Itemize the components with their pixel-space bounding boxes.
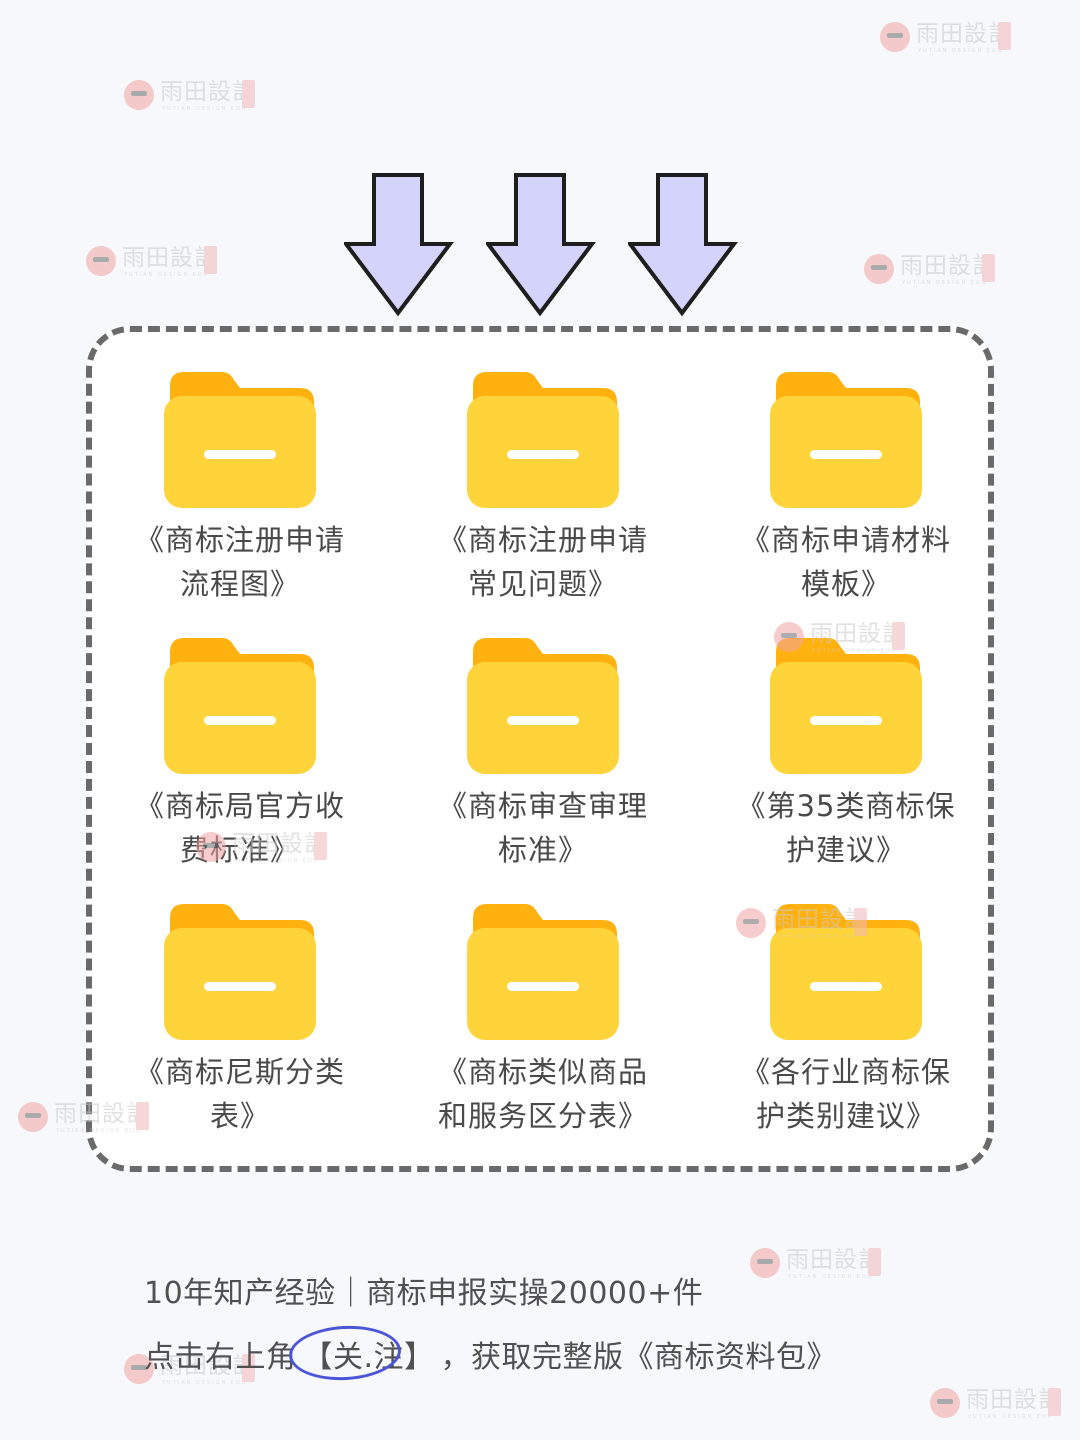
watermark-logo: 雨田設計 YUTIAN DESIGN EDU — [750, 1244, 882, 1284]
down-arrow-icon — [344, 172, 454, 317]
follow-button[interactable]: 【关.注】 — [287, 1323, 441, 1383]
file-item[interactable]: 《商标类似商品 和服务区分表》 — [413, 902, 673, 1138]
follow-label: 【关.注】 — [302, 1340, 435, 1375]
watermark-face-icon — [880, 22, 910, 52]
watermark-text: 雨田設計 — [122, 245, 218, 271]
file-label: 《商标尼斯分类 表》 — [134, 1055, 345, 1133]
watermark-text: 雨田設計 — [966, 1387, 1062, 1413]
watermark-subtext: YUTIAN DESIGN EDU — [902, 280, 988, 286]
watermark-face-icon — [124, 80, 154, 110]
file-item[interactable]: 《各行业商标保 护类别建议》 — [716, 902, 976, 1138]
watermark-seal — [868, 1248, 881, 1276]
watermark-subtext: YUTIAN DESIGN EDU — [162, 106, 248, 112]
file-grid: 《商标注册申请 流程图》 《商标注册申请 常见问题》 《商标申请材料 模板》 — [92, 332, 988, 1166]
watermark-seal — [982, 254, 995, 282]
watermark-logo: 雨田設計 YUTIAN DESIGN EDU — [930, 1384, 1062, 1424]
file-item[interactable]: 《商标尼斯分类 表》 — [110, 902, 370, 1138]
folder-icon — [770, 904, 922, 1040]
folder-icon — [467, 638, 619, 774]
file-list-frame: 《商标注册申请 流程图》 《商标注册申请 常见问题》 《商标申请材料 模板》 — [86, 326, 994, 1172]
down-arrow-icon — [628, 172, 738, 317]
watermark-text: 雨田設計 — [900, 253, 996, 279]
watermark-logo: 雨田設計 YUTIAN DESIGN EDU — [880, 18, 1012, 58]
watermark-seal — [1048, 1388, 1061, 1416]
experience-text: 10年知产经验｜商标申报实操20000+件 — [144, 1276, 704, 1311]
watermark-face-icon — [86, 246, 116, 276]
watermark-face-icon — [864, 254, 894, 284]
watermark-logo: 雨田設計 YUTIAN DESIGN EDU — [124, 76, 256, 116]
cta-prefix: 点击右上角 — [144, 1340, 297, 1375]
watermark-seal — [998, 22, 1011, 50]
folder-icon — [164, 372, 316, 508]
file-label: 《各行业商标保 护类别建议》 — [740, 1055, 951, 1133]
file-label: 《商标类似商品 和服务区分表》 — [437, 1055, 648, 1133]
watermark-subtext: YUTIAN DESIGN EDU — [918, 48, 1004, 54]
watermark-logo: 雨田設計 YUTIAN DESIGN EDU — [864, 250, 996, 290]
watermark-subtext: YUTIAN DESIGN EDU — [124, 272, 210, 278]
folder-icon — [467, 904, 619, 1040]
file-item[interactable]: 《商标注册申请 常见问题》 — [413, 370, 673, 606]
folder-icon — [164, 904, 316, 1040]
watermark-seal — [204, 246, 217, 274]
cta-line: 点击右上角【关.注】，获取完整版《商标资料包》 — [144, 1323, 838, 1383]
watermark-text: 雨田設計 — [786, 1247, 882, 1273]
file-label: 《商标注册申请 流程图》 — [134, 523, 345, 601]
file-label: 《商标申请材料 模板》 — [740, 523, 951, 601]
watermark-face-icon — [750, 1248, 780, 1278]
down-arrow-icon — [486, 172, 596, 317]
watermark-face-icon — [18, 1102, 48, 1132]
watermark-subtext: YUTIAN DESIGN EDU — [788, 1274, 874, 1280]
file-label: 《第35类商标保 护建议》 — [736, 789, 956, 867]
folder-icon — [164, 638, 316, 774]
folder-icon — [467, 372, 619, 508]
file-item[interactable]: 《商标局官方收 费标准》 — [110, 636, 370, 872]
file-item[interactable]: 《第35类商标保 护建议》 — [716, 636, 976, 872]
watermark-subtext: YUTIAN DESIGN EDU — [968, 1414, 1054, 1420]
file-item[interactable]: 《商标申请材料 模板》 — [716, 370, 976, 606]
file-label: 《商标局官方收 费标准》 — [134, 789, 345, 867]
watermark-seal — [242, 80, 255, 108]
file-label: 《商标注册申请 常见问题》 — [437, 523, 648, 601]
watermark-text: 雨田設計 — [160, 79, 256, 105]
watermark-logo: 雨田設計 YUTIAN DESIGN EDU — [86, 242, 218, 282]
cta-suffix: ，获取完整版《商标资料包》 — [440, 1340, 838, 1375]
folder-icon — [770, 638, 922, 774]
file-item[interactable]: 《商标审查审理 标准》 — [413, 636, 673, 872]
watermark-text: 雨田設計 — [916, 21, 1012, 47]
file-label: 《商标审查审理 标准》 — [437, 789, 648, 867]
folder-icon — [770, 372, 922, 508]
watermark-face-icon — [930, 1388, 960, 1418]
file-item[interactable]: 《商标注册申请 流程图》 — [110, 370, 370, 606]
watermark-subtext: YUTIAN DESIGN EDU — [162, 1380, 248, 1386]
